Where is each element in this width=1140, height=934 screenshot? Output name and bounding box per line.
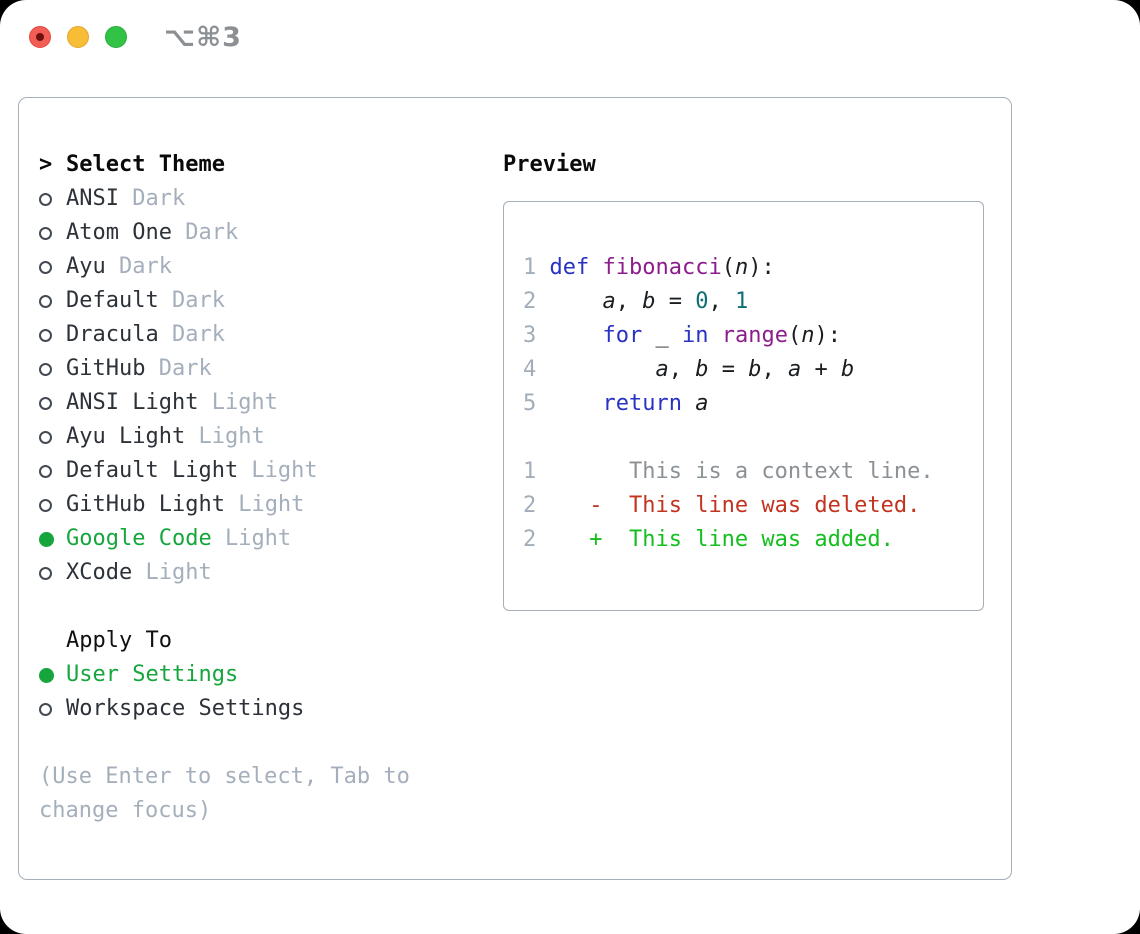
theme-option-atom-one[interactable]: Atom One Dark [39,216,489,250]
theme-option-label: Dracula [66,322,159,347]
theme-variant-label: Dark [158,322,225,347]
focus-cursor-icon: > [39,152,53,177]
radio-unselected-icon [39,702,66,716]
preview-line-4: 4 a, b = b, a + b [523,357,855,382]
theme-variant-label: Light [224,492,305,517]
theme-option-label: ANSI Light [66,390,199,415]
radio-unselected-icon [39,260,66,274]
theme-option-dracula[interactable]: Dracula Dark [39,318,489,352]
preview-line-6 [523,421,983,455]
theme-option-label: Google Code [66,526,212,551]
zoom-button[interactable] [105,26,127,48]
theme-variant-label: Dark [105,254,172,279]
minimize-button[interactable] [67,26,89,48]
theme-option-label: Ayu Light [66,424,186,449]
apply-option-label: User Settings [66,662,239,687]
theme-option-xcode[interactable]: XCode Light [39,556,489,590]
theme-variant-label: Dark [171,220,239,245]
select-theme-header: > Select Theme [39,148,489,182]
radio-unselected-icon [39,226,66,240]
spacer [39,590,489,624]
radio-selected-icon [39,531,66,547]
theme-option-label: ANSI [66,186,119,211]
apply-option-user-settings[interactable]: User Settings [39,658,489,692]
window-title: ⌥⌘3 [164,22,242,53]
preview-code-box: 1 def fibonacci(n): 2 a, b = 0, 1 3 for _ … [503,201,984,611]
radio-unselected-icon [39,430,66,444]
preview-line-2: 2 a, b = 0, 1 [523,289,749,314]
theme-variant-label: Dark [158,288,225,313]
apply-option-workspace-settings[interactable]: Workspace Settings [39,692,489,726]
theme-option-github-light[interactable]: GitHub Light Light [39,488,489,522]
radio-unselected-icon [39,566,66,580]
apply-option-label: Workspace Settings [66,696,305,721]
close-button[interactable] [29,26,51,48]
preview-line-9: 2 + This line was added. [523,527,894,552]
theme-variant-label: Dark [145,356,212,381]
theme-variant-label: Light [238,458,318,483]
theme-variant-label: Light [211,526,292,551]
theme-option-label: GitHub [66,356,146,381]
theme-variant-label: Light [185,424,265,449]
theme-variant-label: Dark [118,186,186,211]
apply-to-header: Apply To [66,628,172,653]
theme-option-google-code[interactable]: Google Code Light [39,522,489,556]
radio-unselected-icon [39,192,66,206]
radio-selected-icon [39,667,66,683]
theme-option-label: XCode [66,560,133,585]
preview-line-8: 2 - This line was deleted. [523,493,921,518]
title-bar: ⌥⌘3 [0,0,1140,97]
select-theme-title: Select Theme [66,152,225,177]
preview-line-1: 1 def fibonacci(n): [523,255,775,280]
theme-option-ansi-light[interactable]: ANSI Light Light [39,386,489,420]
preview-column: Preview 1 def fibonacci(n): 2 a, b = 0, 1… [503,148,995,611]
theme-variant-label: Light [198,390,278,415]
help-text-line-2: change focus) [39,798,212,823]
theme-option-github[interactable]: GitHub Dark [39,352,489,386]
theme-option-default-light[interactable]: Default Light Light [39,454,489,488]
preview-line-7: 1 This is a context line. [523,459,934,484]
theme-option-ansi[interactable]: ANSI Dark [39,182,489,216]
radio-unselected-icon [39,328,66,342]
theme-option-label: Default Light [66,458,239,483]
radio-unselected-icon [39,464,66,478]
spacer [39,726,489,760]
radio-unselected-icon [39,396,66,410]
theme-variant-label: Light [132,560,212,585]
theme-option-label: GitHub Light [66,492,225,517]
preview-code: 1 def fibonacci(n): 2 a, b = 0, 1 3 for _ … [523,251,983,557]
radio-unselected-icon [39,498,66,512]
radio-unselected-icon [39,294,66,308]
theme-option-label: Default [66,288,159,313]
help-text-line-1: (Use Enter to select, Tab to [39,764,410,789]
theme-option-label: Ayu [66,254,106,279]
theme-option-label: Atom One [66,220,172,245]
theme-option-default[interactable]: Default Dark [39,284,489,318]
preview-line-5: 5 return a [523,391,709,416]
theme-option-ayu-light[interactable]: Ayu Light Light [39,420,489,454]
preview-line-3: 3 for _ in range(n): [523,323,841,348]
preview-title: Preview [503,152,596,177]
radio-unselected-icon [39,362,66,376]
theme-option-ayu[interactable]: Ayu Dark [39,250,489,284]
